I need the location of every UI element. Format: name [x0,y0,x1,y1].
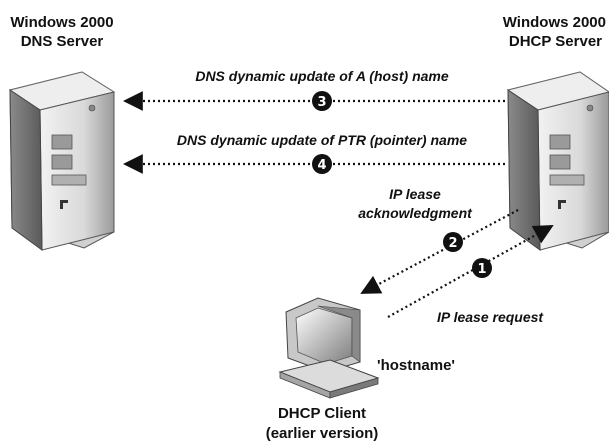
client-hostname: 'hostname' [377,357,455,374]
svg-text:2: 2 [448,236,457,251]
dns-server-subtitle: DNS Server [21,33,104,50]
svg-text:1: 1 [477,262,486,277]
step-2-label-line1: IP lease [389,186,441,202]
step-2-label-line2: acknowledgment [358,205,473,221]
step-2-badge: 2 [443,232,463,252]
dhcp-server-subtitle: DHCP Server [509,33,602,50]
dhcp-server-title: Windows 2000 [503,14,606,31]
step-4-badge: 4 [312,154,332,174]
step-3-label: DNS dynamic update of A (host) name [195,68,449,84]
client-title: DHCP Client [278,405,366,422]
step-1-label: IP lease request [437,309,544,325]
arrow-step-1 [387,225,554,318]
client-computer-icon [278,297,380,399]
dns-server-title: Windows 2000 [10,14,113,31]
step-4-label: DNS dynamic update of PTR (pointer) name [177,132,467,148]
dns-server-icon [8,71,116,251]
dhcp-server-icon [506,71,609,251]
svg-text:4: 4 [317,158,326,173]
client-subtitle: (earlier version) [266,425,379,442]
arrow-step-2 [360,209,519,294]
step-3-badge: 3 [312,91,332,111]
svg-text:3: 3 [317,95,326,110]
step-1-badge: 1 [472,258,492,278]
